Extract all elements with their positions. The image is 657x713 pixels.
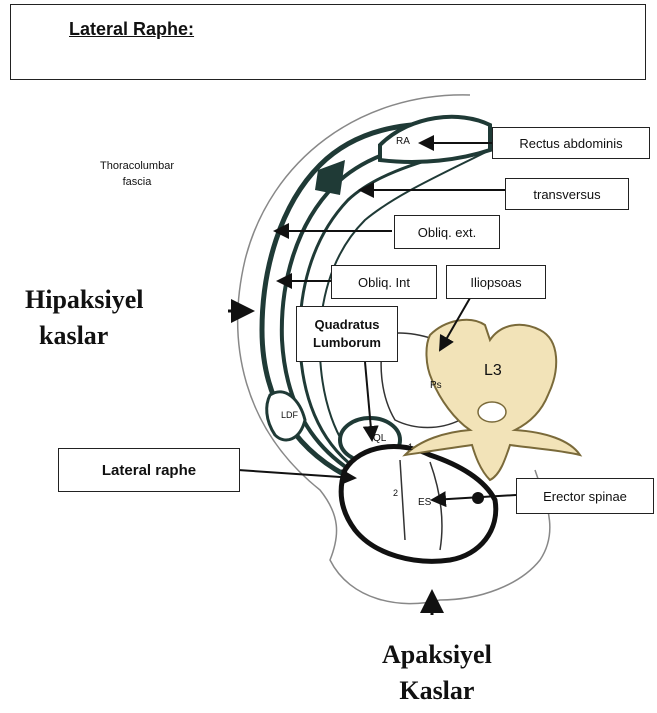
obliq-int-box: Obliq. Int [331,265,437,299]
erector-spinae-label: Erector spinae [543,489,627,504]
label-ps: Ps [430,380,442,391]
label-apaksiyel: Apaksiyel Kaslar [382,637,492,709]
apaksiyel-line-1: Apaksiyel [382,637,492,673]
label-thoracolumbar: Thoracolumbar fascia [100,158,174,190]
label-ql: QL [373,433,386,444]
hipaksiyel-line-1: Hipaksiyel [25,282,143,318]
label-num-1: 1 [408,442,413,452]
iliopsoas-box: Iliopsoas [446,265,546,299]
quadratus-line-2: Lumborum [313,334,381,352]
label-l3: L3 [484,362,502,380]
transversus-box: transversus [505,178,629,210]
lateral-raphe-label: Lateral raphe [102,462,196,479]
thoracolumbar-line-2: fascia [100,174,174,190]
quadratus-lumborum-box: Quadratus Lumborum [296,306,398,362]
obliq-ext-label: Obliq. ext. [418,225,477,240]
obliq-ext-box: Obliq. ext. [394,215,500,249]
erector-spinae-box: Erector spinae [516,478,654,514]
rectus-abdominis-box: Rectus abdominis [492,127,650,159]
label-es: ES [418,497,431,508]
quadratus-line-1: Quadratus [314,316,379,334]
transversus-label: transversus [533,187,600,202]
iliopsoas-label: Iliopsoas [470,275,521,290]
hipaksiyel-line-2: kaslar [25,318,143,354]
vertebral-foramen [478,402,506,422]
label-num-2: 2 [393,488,398,498]
apaksiyel-line-2: Kaslar [382,673,492,709]
lateral-raphe-box: Lateral raphe [58,448,240,492]
thoracolumbar-line-1: Thoracolumbar [100,158,174,174]
label-ldf: LDF [281,410,298,420]
rectus-abdominis-label: Rectus abdominis [519,136,622,151]
label-ra: RA [396,136,410,147]
obliq-int-label: Obliq. Int [358,275,410,290]
label-hipaksiyel: Hipaksiyel kaslar [25,282,143,354]
